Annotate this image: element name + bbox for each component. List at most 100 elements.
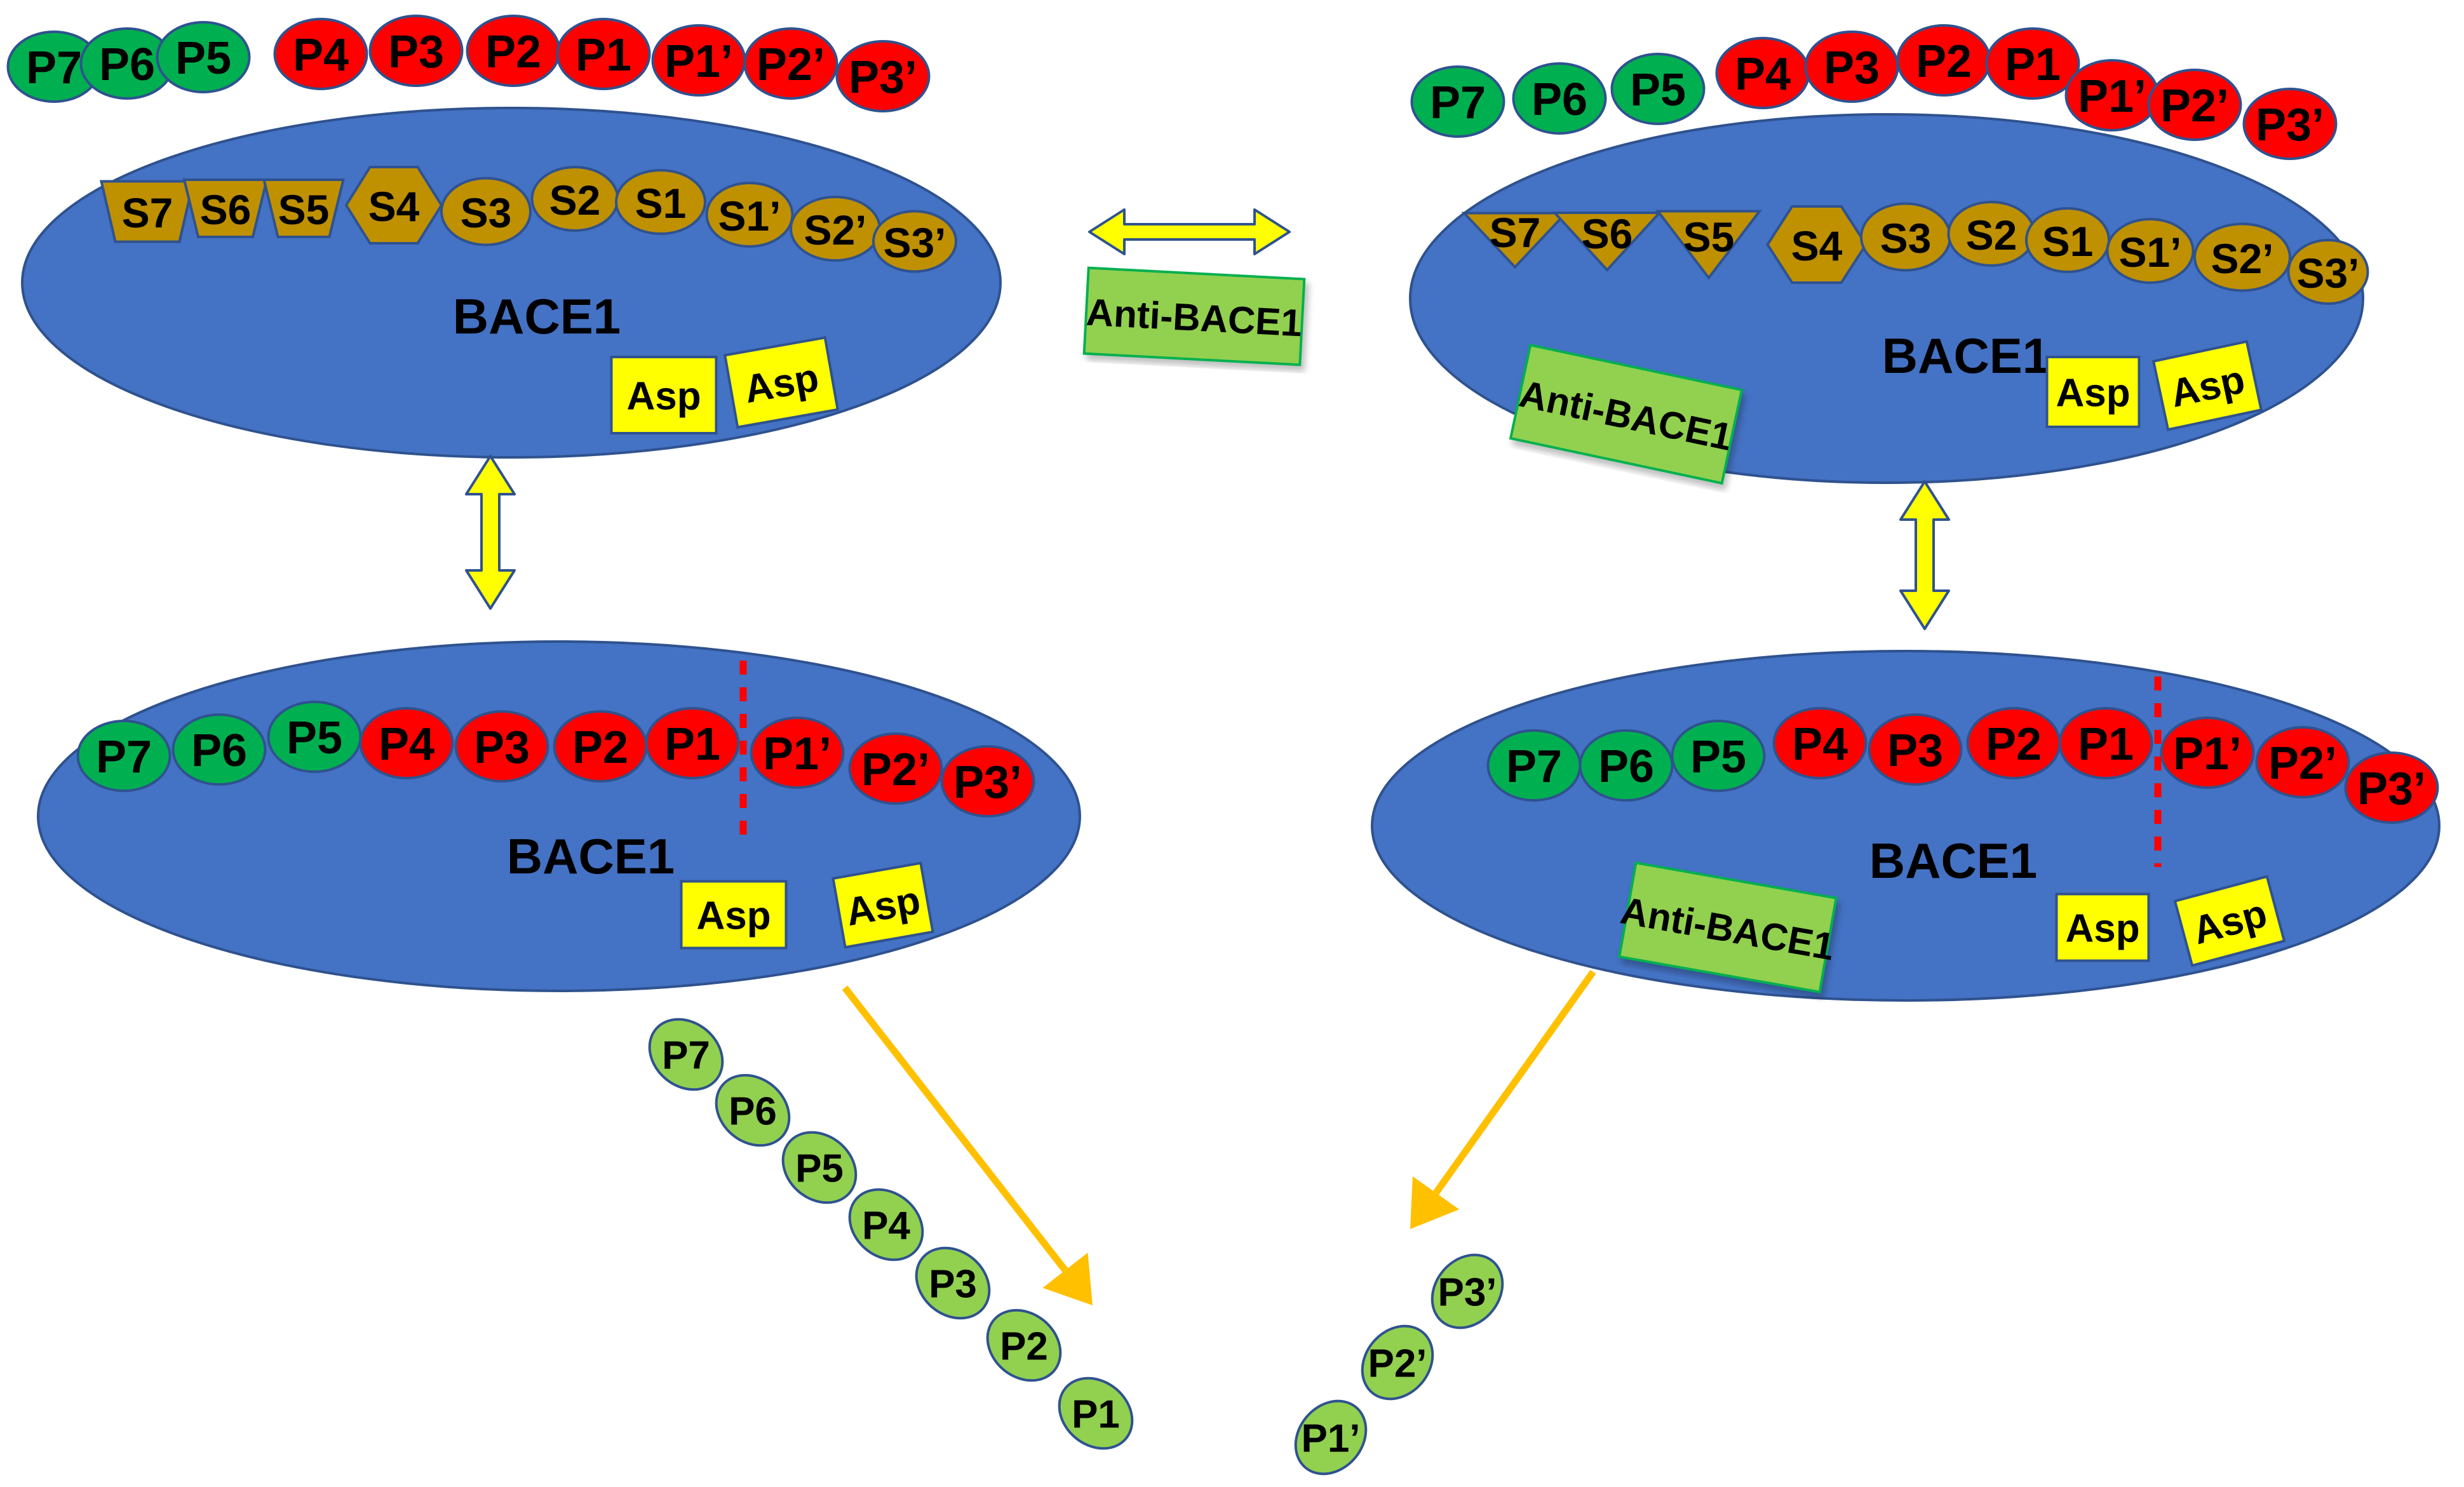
asp-top-left-2: Asp <box>723 336 840 429</box>
residue-bead <box>1579 729 1674 802</box>
product-bead <box>986 1309 1062 1382</box>
pocket-0: S7 <box>99 180 196 243</box>
residue-2: P5 <box>1610 53 1706 125</box>
residue-bead <box>359 707 454 779</box>
residue-4: P3 <box>368 15 464 87</box>
residue-label: P5 <box>1690 732 1746 783</box>
pocket-shape <box>2193 222 2291 292</box>
pocket-6: S1 <box>2025 207 2110 273</box>
residue-6: P1 <box>556 18 651 90</box>
pocket-8: S2’ <box>2193 222 2291 292</box>
product-bead <box>1294 1399 1368 1476</box>
pocket-6: S1 <box>615 169 706 235</box>
product-bead <box>715 1073 791 1147</box>
residue-7: P1’ <box>750 717 845 789</box>
residue-bead <box>835 40 931 112</box>
residue-9: P3’ <box>2344 751 2439 824</box>
residue-label: P6 <box>1532 74 1587 125</box>
asp-box <box>831 861 934 949</box>
arrow-head <box>1410 1176 1460 1229</box>
asp-box <box>2055 892 2150 962</box>
residue-4: P3 <box>1868 713 1963 786</box>
pocket-1: S6 <box>1551 210 1663 272</box>
residue-label: P1 <box>576 30 631 81</box>
pocket-shape <box>262 178 346 238</box>
pocket-label: S7 <box>122 189 173 236</box>
product-bead <box>1361 1324 1434 1401</box>
residue-label: P1’ <box>2173 729 2242 779</box>
residue-5: P2 <box>1896 24 1991 97</box>
product-c-terminal: P3’P2’P1’ <box>1294 1253 1504 1476</box>
residue-label: P1’ <box>763 729 831 779</box>
product-label: P5 <box>795 1147 844 1191</box>
asp-top-left-1: Asp <box>610 356 718 434</box>
residue-bead <box>556 18 651 90</box>
residue-2: P5 <box>1671 720 1766 792</box>
pocket-label: S6 <box>200 186 252 233</box>
pocket-label: S7 <box>1490 209 1541 256</box>
inhibitor-bound-bottom: Anti-BACE1 <box>1617 861 1838 993</box>
residue-bead <box>1772 707 1868 779</box>
product-bead-1: P2’ <box>1361 1324 1434 1401</box>
product-label: P6 <box>729 1090 777 1134</box>
residue-7: P1’ <box>2064 59 2160 131</box>
asp-label: Asp <box>2056 372 2130 415</box>
pocket-label: S6 <box>1582 210 1633 257</box>
product-label: P2 <box>1000 1325 1048 1369</box>
asp-top-right-2: Asp <box>2151 340 2263 431</box>
product-bead-3: P4 <box>848 1188 924 1262</box>
pocket-shape <box>705 182 794 248</box>
enzyme-bottom-right <box>1371 650 2440 1002</box>
pocket-shape <box>872 210 957 273</box>
pocket-9: S3’ <box>872 210 957 273</box>
residue-9: P3’ <box>940 745 1035 818</box>
product-bead-2: P1’ <box>1294 1399 1368 1476</box>
residue-label: P5 <box>286 713 342 764</box>
product-label: P2’ <box>1368 1342 1427 1386</box>
asp-top-right-1: Asp <box>2045 356 2141 428</box>
double-arrow-horizontal <box>1088 208 1291 255</box>
pocket-label: S3’ <box>2296 250 2359 297</box>
product-bead <box>915 1246 991 1320</box>
residue-0: P7 <box>1410 65 1505 138</box>
residue-bead <box>1610 53 1706 125</box>
residue-bead <box>2147 69 2242 141</box>
pocket-shape <box>1461 212 1569 269</box>
residue-label: P3 <box>388 27 444 77</box>
residue-6: P1 <box>1985 27 2080 100</box>
residue-label: P3’ <box>2256 100 2324 151</box>
product-bead-4: P3 <box>915 1246 991 1320</box>
product-bead-5: P2 <box>986 1309 1062 1382</box>
residue-label: P7 <box>96 732 152 783</box>
pocket-label: S3’ <box>883 219 946 266</box>
residue-label: P5 <box>1630 65 1686 116</box>
residue-bead <box>2255 726 2350 798</box>
product-label: P3’ <box>1437 1271 1497 1315</box>
residue-label: P4 <box>379 719 434 770</box>
pocket-shape <box>440 177 532 246</box>
pocket-label: S2’ <box>804 206 866 253</box>
residue-2: P5 <box>267 701 362 773</box>
residue-bead <box>368 15 464 87</box>
residue-bead <box>1512 62 1607 135</box>
bace1-label-2: BACE1 <box>507 828 675 884</box>
residue-label: P3 <box>474 722 530 773</box>
residue-label: P3 <box>1824 43 1880 93</box>
asp-label: Asp <box>2065 907 2139 951</box>
bace1-label-3: BACE1 <box>1869 833 2037 889</box>
residue-label: P2’ <box>2268 738 2337 789</box>
double-arrow-right-vertical <box>1899 480 1950 630</box>
residue-bead <box>1985 27 2080 100</box>
residue-label: P7 <box>26 43 82 93</box>
arrow-shaft <box>1433 969 1596 1195</box>
residue-label: P1’ <box>2078 71 2146 122</box>
pocket-3: S4 <box>1766 205 1868 284</box>
pocket-shape <box>2287 239 2369 305</box>
residue-5: P2 <box>466 15 561 87</box>
